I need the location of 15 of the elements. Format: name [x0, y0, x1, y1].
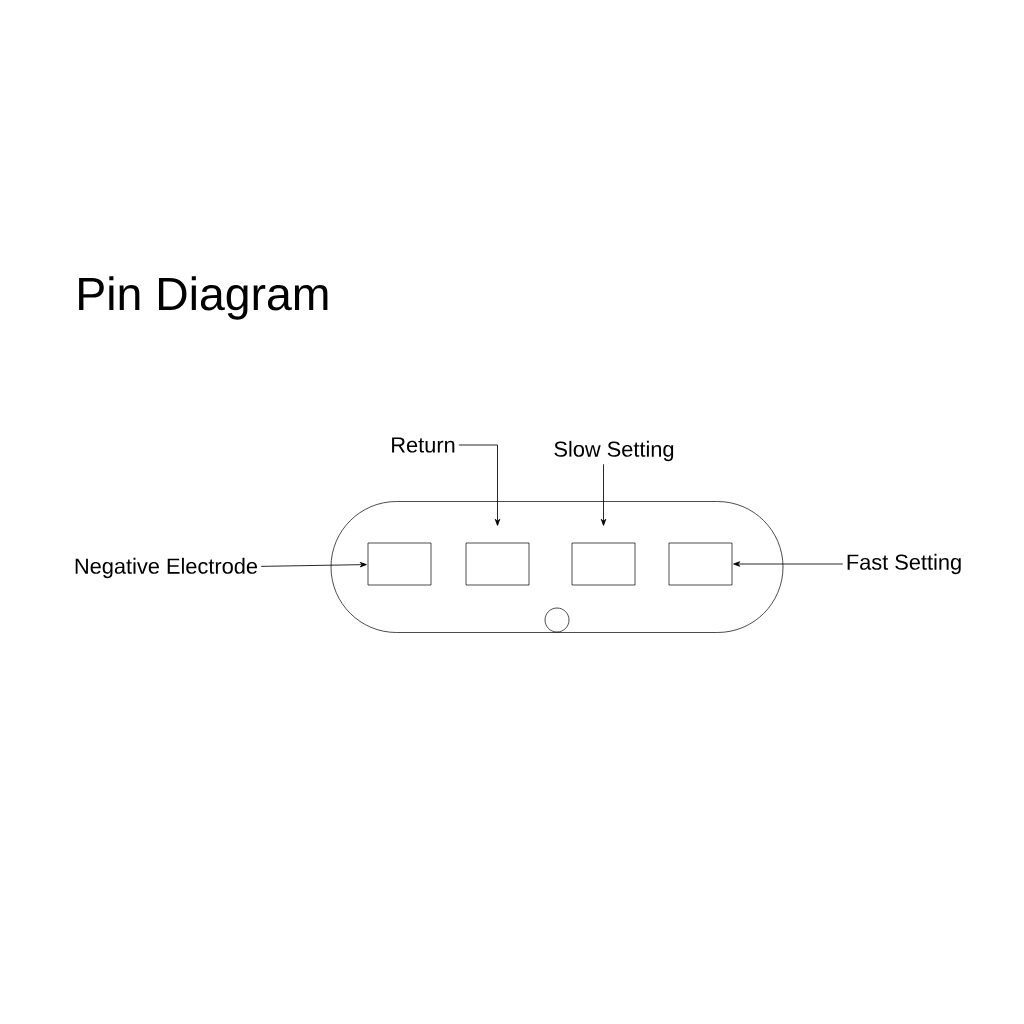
- pin-slot: [571, 542, 636, 586]
- pin-label: Slow Setting: [554, 440, 674, 462]
- pin-label: Negative Electrode: [75, 557, 258, 579]
- pin-slot: [367, 542, 432, 586]
- pin-label: Return: [392, 437, 455, 453]
- title: Pin Diagram: [79, 276, 328, 320]
- connector-body: [330, 501, 784, 633]
- notch-circle: [544, 607, 570, 633]
- arrow: [733, 561, 844, 567]
- arrow: [600, 463, 607, 526]
- pin-slot: [465, 542, 530, 586]
- pin-slot: [668, 542, 733, 586]
- pin-label: Fast Setting: [847, 553, 961, 575]
- arrow: [458, 444, 501, 526]
- arrow: [260, 562, 367, 568]
